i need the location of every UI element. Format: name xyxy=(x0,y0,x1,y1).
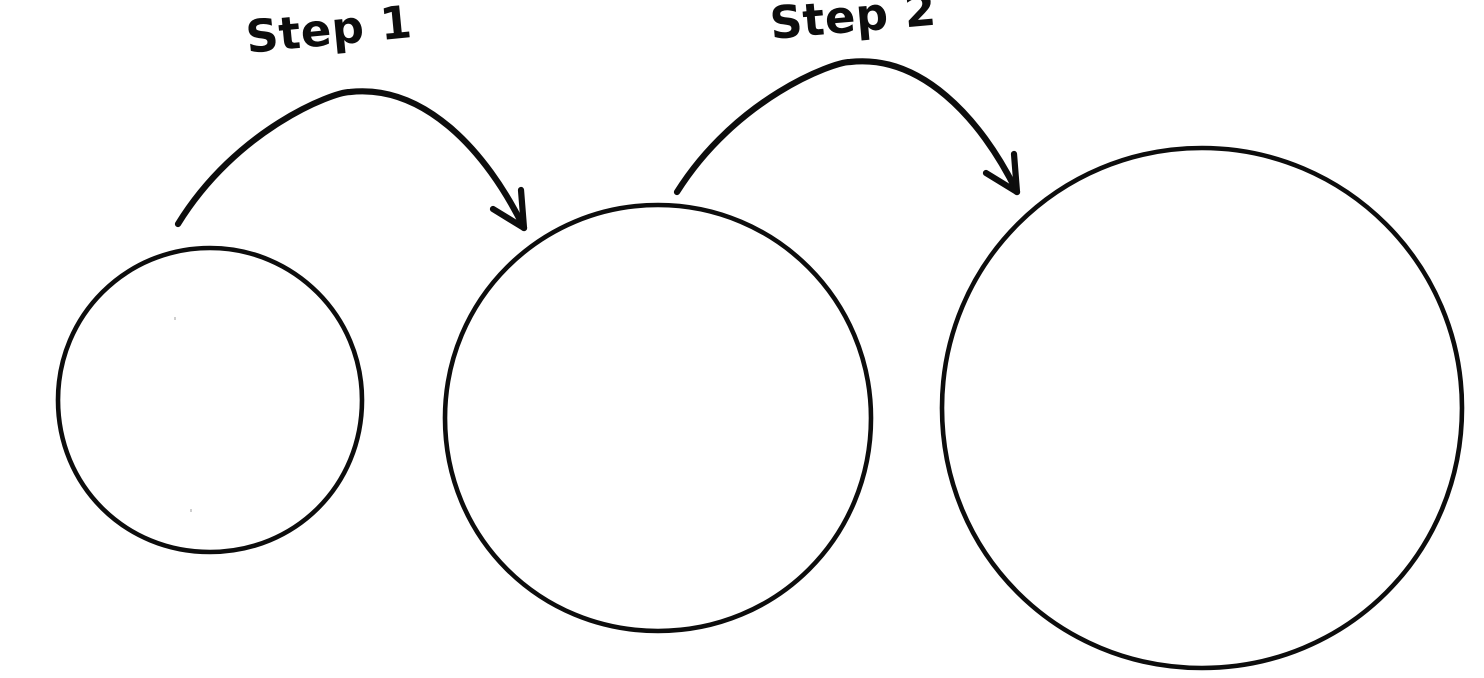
arrow-step-1-head-barb-left xyxy=(489,205,528,232)
circle-small[interactable] xyxy=(55,245,365,555)
arrow-step-2-head-barb-right xyxy=(1010,150,1021,196)
arrow-step-1-head-barb-right xyxy=(517,186,528,232)
arrow-step-2[interactable] xyxy=(673,58,1021,196)
arrow-step-2-shaft xyxy=(673,58,1021,196)
arrow-step-2-head-barb-left xyxy=(982,169,1021,196)
circle-large[interactable] xyxy=(939,145,1465,671)
arrow-step-1-shaft xyxy=(174,88,528,232)
paper-speck xyxy=(174,317,176,320)
paper-speck xyxy=(190,509,192,512)
circle-medium[interactable] xyxy=(442,202,874,634)
arrow-step-1[interactable] xyxy=(174,88,528,232)
